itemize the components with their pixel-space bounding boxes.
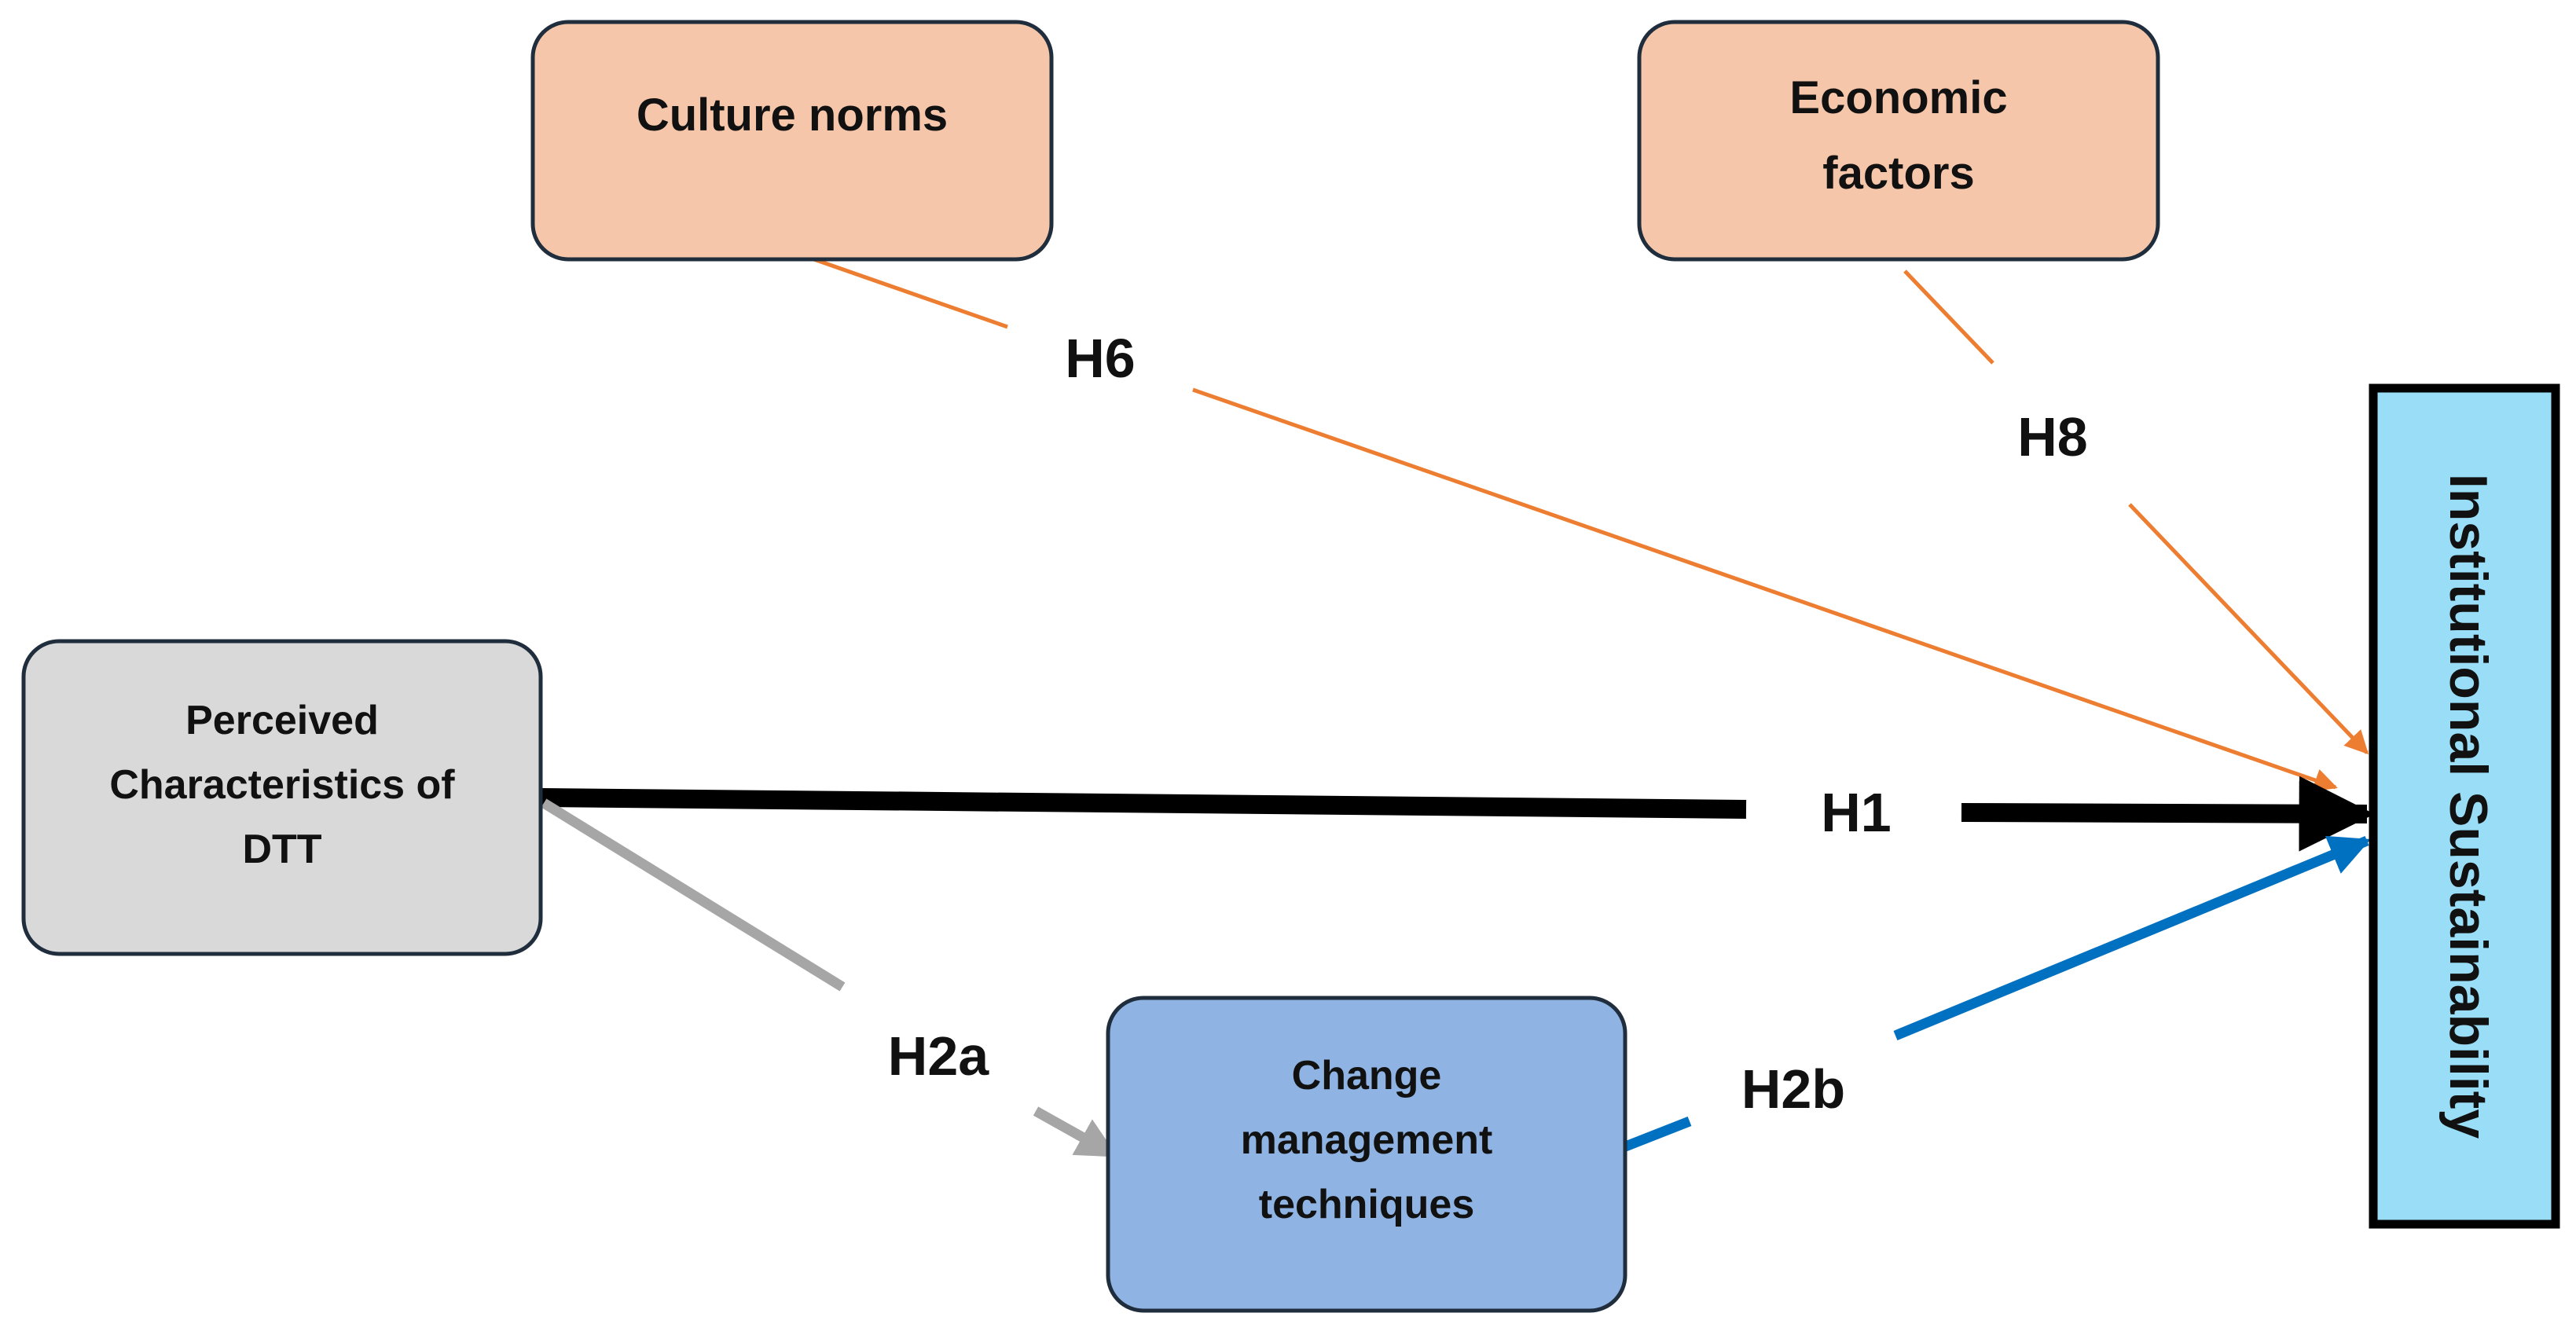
node-economic-factors-label-line-1: Economic — [1789, 72, 2007, 123]
edge-h2a: H2a — [541, 798, 1118, 1160]
node-perceived-characteristics-label-line-2: Characteristics of — [109, 762, 455, 808]
node-change-management-label-line-2: management — [1241, 1117, 1493, 1163]
node-culture-norms-box — [530, 20, 1054, 262]
node-culture-norms: Culture norms — [530, 20, 1054, 262]
node-change-management-label-line-3: techniques — [1259, 1182, 1475, 1227]
node-economic-factors-box — [1637, 20, 2160, 262]
edge-h2a-line-start — [541, 798, 846, 992]
node-perceived-characteristics-box — [21, 639, 543, 956]
node-institutional-sustainability: Institutional Sustainability — [2369, 383, 2560, 1229]
edge-h6-label: H6 — [1065, 328, 1135, 389]
edge-h6-line-start — [809, 255, 1008, 329]
edge-h2b: H2b — [1621, 835, 2371, 1153]
edge-h1-label: H1 — [1821, 782, 1891, 843]
edge-h1-line-start — [541, 788, 1747, 819]
node-change-management-label-line-1: Change — [1292, 1053, 1442, 1098]
edge-h2b-line-start — [1621, 1116, 1692, 1153]
node-institutional-sustainability-box — [2369, 383, 2560, 1229]
node-institutional-sustainability-label: Institutional Sustainability — [2438, 474, 2498, 1139]
node-economic-factors: Economic factors — [1637, 20, 2160, 262]
edge-h6: H6 — [809, 255, 2338, 792]
node-perceived-characteristics: Perceived Characteristics of DTT — [21, 639, 543, 956]
node-economic-factors-label-line-2: factors — [1822, 148, 1974, 199]
node-perceived-characteristics-label-line-3: DTT — [242, 827, 321, 872]
node-change-management-box — [1106, 996, 1627, 1313]
edge-h1-line-end — [1961, 776, 2375, 852]
node-culture-norms-label: Culture norms — [637, 90, 948, 141]
node-change-management: Change management techniques — [1106, 996, 1627, 1313]
edge-h1: H1 — [541, 776, 2375, 852]
edge-h2a-label: H2a — [888, 1025, 989, 1087]
edge-h6-line-end — [1192, 387, 2338, 792]
edge-h8-line-start — [1903, 270, 1994, 365]
node-perceived-characteristics-label-line-1: Perceived — [185, 698, 379, 743]
edge-h8-line-end — [2128, 503, 2369, 755]
edge-h2b-label: H2b — [1741, 1058, 1845, 1120]
edge-h8-label: H8 — [2017, 406, 2087, 468]
edge-h2b-line-end — [1893, 835, 2371, 1041]
edge-h8: H8 — [1903, 270, 2369, 755]
edge-h2a-line-end — [1033, 1106, 1118, 1160]
